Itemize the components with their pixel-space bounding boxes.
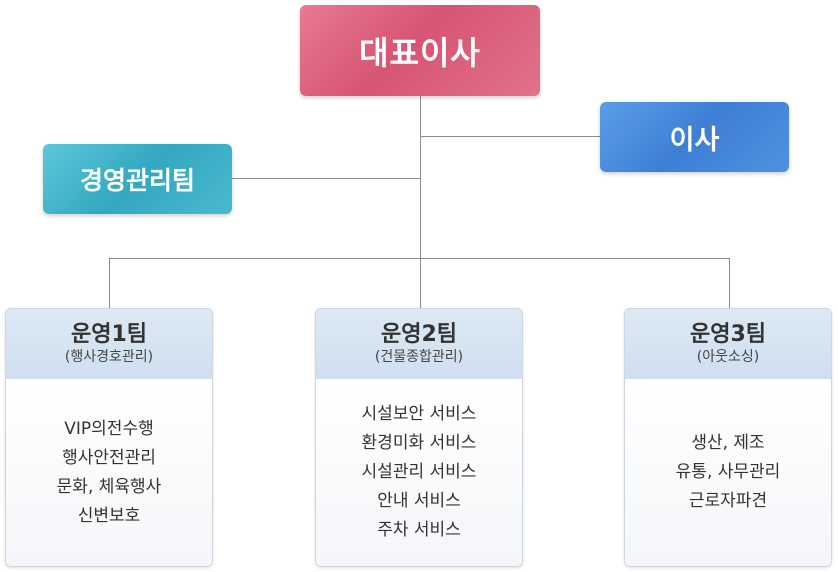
director-node: 이사: [600, 102, 789, 172]
team-duty-list: 생산, 제조 유통, 사무관리 근로자파견: [625, 379, 831, 566]
team-duty: 행사안전관리: [62, 447, 156, 468]
team-subtitle: (아웃소싱): [696, 349, 760, 365]
director-label: 이사: [669, 124, 720, 156]
team-duty-list: VIP의전수행 행사안전관리 문화, 체육행사 신변보호: [6, 379, 212, 566]
team-name: 운영3팀: [689, 322, 767, 347]
team-card-1: 운영1팀 (행사경호관리) VIP의전수행 행사안전관리 문화, 체육행사 신변…: [5, 308, 213, 567]
team-name: 운영1팀: [70, 322, 148, 347]
team-duty: 유통, 사무관리: [675, 462, 781, 482]
team-subtitle: (행사경호관리): [64, 349, 154, 365]
team-duty: 안내 서비스: [377, 491, 461, 511]
team-card-header: 운영2팀 (건물종합관리): [316, 309, 522, 379]
team-duty-list: 시설보안 서비스 환경미화 서비스 시설관리 서비스 안내 서비스 주차 서비스: [316, 379, 522, 566]
team-duty: 시설보안 서비스: [361, 404, 477, 424]
team-duty: 신변보호: [77, 505, 141, 526]
team-name: 운영2팀: [380, 322, 458, 347]
team-subtitle: (건물종합관리): [374, 349, 464, 365]
team-duty: 문화, 체육행사: [56, 476, 162, 497]
management-team-label: 경영관리팀: [79, 166, 195, 195]
team-card-header: 운영3팀 (아웃소싱): [625, 309, 831, 379]
ceo-node: 대표이사: [300, 5, 540, 96]
team-duty: VIP의전수행: [64, 418, 154, 439]
team-duty: 환경미화 서비스: [361, 433, 477, 453]
team-card-3: 운영3팀 (아웃소싱) 생산, 제조 유통, 사무관리 근로자파견: [624, 308, 832, 567]
team-duty: 주차 서비스: [377, 520, 461, 540]
team-card-2: 운영2팀 (건물종합관리) 시설보안 서비스 환경미화 서비스 시설관리 서비스…: [315, 308, 523, 567]
team-duty: 시설관리 서비스: [361, 462, 477, 482]
team-duty: 생산, 제조: [691, 433, 765, 453]
team-duty: 근로자파견: [688, 491, 768, 511]
ceo-label: 대표이사: [359, 33, 481, 72]
team-card-header: 운영1팀 (행사경호관리): [6, 309, 212, 379]
management-team-node: 경영관리팀: [43, 144, 232, 214]
